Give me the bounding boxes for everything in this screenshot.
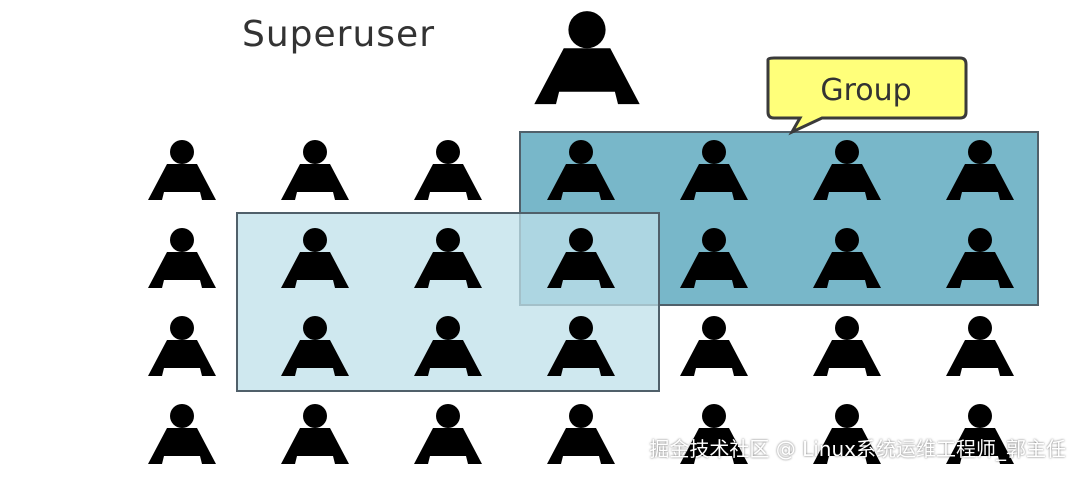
watermark: 掘金技术社区 @ Linux系统运维工程师_郭主任	[649, 437, 1066, 461]
user-person-icon	[148, 316, 216, 376]
user-person-icon	[281, 140, 349, 200]
superuser-person-icon	[534, 11, 640, 105]
user-person-icon	[680, 316, 748, 376]
group-label: Group	[820, 73, 911, 108]
user-person-icon	[414, 140, 482, 200]
superuser-label: Superuser	[242, 14, 435, 55]
user-person-icon	[414, 404, 482, 464]
user-person-icon	[281, 404, 349, 464]
group-callout: Group	[766, 56, 968, 136]
user-person-icon	[547, 404, 615, 464]
user-person-icon	[946, 316, 1014, 376]
user-person-icon	[148, 228, 216, 288]
user-person-icon	[148, 140, 216, 200]
user-person-icon	[148, 404, 216, 464]
user-person-icon	[813, 316, 881, 376]
